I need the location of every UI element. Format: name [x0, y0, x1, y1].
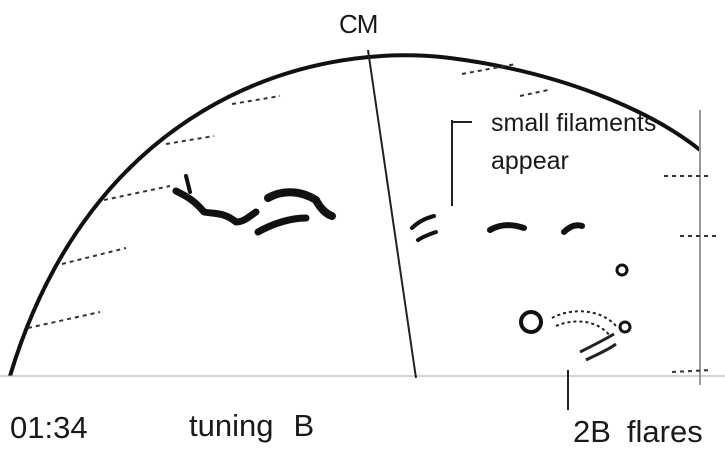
- flare-ring: [618, 320, 632, 334]
- flare-ribbon: [579, 332, 615, 354]
- filament-annotation-line1: small filaments: [491, 109, 657, 137]
- filament-spur: [184, 174, 192, 194]
- filament-annotation: small filaments appear: [491, 104, 656, 180]
- tuning-letter: B: [293, 408, 315, 443]
- central-meridian-line: [367, 49, 417, 379]
- latitude-tick: [27, 311, 101, 329]
- central-meridian-label: CM: [339, 9, 378, 39]
- tuning-label: tuning B: [189, 410, 314, 441]
- filament-annotation-line2: appear: [491, 147, 569, 175]
- latitude-tick: [461, 63, 517, 75]
- latitude-tick: [61, 247, 127, 265]
- latitude-tick: [519, 89, 549, 97]
- flare-loop: [551, 310, 617, 327]
- flare-class: 2B: [573, 414, 611, 449]
- filament-segment: [264, 188, 336, 220]
- solar-limb: [8, 53, 702, 377]
- latitude-tick: [165, 135, 215, 145]
- flare-ring: [519, 310, 543, 334]
- flare-ring: [615, 263, 629, 277]
- large-filament: [172, 187, 260, 226]
- latitude-ticks: [27, 63, 716, 373]
- flare-label: 2B flares: [573, 416, 703, 447]
- tuning-text: tuning: [189, 408, 274, 443]
- small-filament: [410, 214, 436, 230]
- flare-loop: [555, 320, 611, 337]
- small-filament: [561, 222, 585, 235]
- latitude-tick: [231, 95, 281, 105]
- small-filament: [487, 222, 527, 233]
- flare-ribbon: [585, 342, 617, 362]
- flares-text: flares: [626, 414, 703, 449]
- time-label: 01:34: [10, 410, 88, 445]
- filament-segment: [254, 214, 310, 236]
- latitude-tick: [671, 369, 713, 373]
- latitude-tick: [103, 185, 171, 201]
- small-filament: [416, 230, 438, 242]
